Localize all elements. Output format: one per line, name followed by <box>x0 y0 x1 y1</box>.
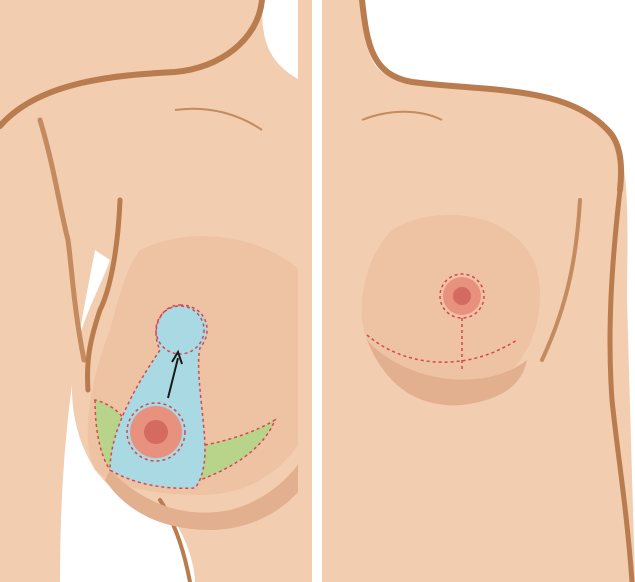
before-figure <box>0 0 312 582</box>
nipple <box>144 420 168 444</box>
after-panel <box>322 0 635 582</box>
before-panel <box>0 0 312 582</box>
panel-divider <box>312 0 322 582</box>
nipple-right <box>453 287 471 305</box>
after-figure <box>322 0 635 582</box>
